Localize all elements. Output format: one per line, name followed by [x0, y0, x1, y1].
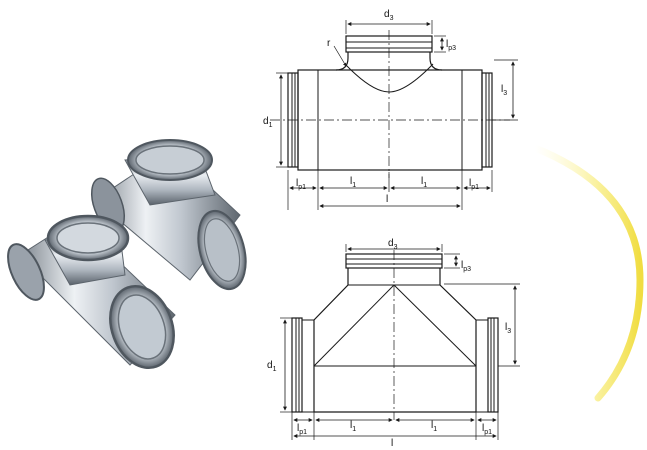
top-label-l: l	[386, 194, 388, 205]
top-drawing-labels: d3 r lp3 l3 d1 lp1 l1 l1 lp1 l	[263, 9, 507, 205]
top-label-d3: d3	[384, 9, 394, 22]
top-label-lp1-right: lp1	[469, 178, 479, 191]
top-label-l1-right: l1	[421, 176, 427, 189]
bottom-label-lp3: lp3	[461, 260, 471, 273]
bottom-drawing	[280, 244, 520, 440]
bottom-label-l1-left: l1	[350, 420, 356, 433]
top-label-lp1-left: lp1	[296, 178, 306, 191]
top-drawing	[270, 20, 518, 210]
product-photo	[7, 139, 247, 370]
bottom-drawing-labels: d3 lp3 l3 d1 lp1 l1 l1 lp1 l	[267, 238, 511, 449]
top-label-r: r	[327, 38, 331, 49]
top-label-l3: l3	[501, 84, 507, 97]
yellow-glow-arc	[531, 144, 644, 402]
bottom-label-l1-right: l1	[431, 420, 437, 433]
bottom-label-l3: l3	[505, 322, 511, 335]
bottom-label-d3: d3	[388, 238, 398, 251]
bottom-label-lp1-left: lp1	[297, 423, 307, 436]
front-tee-fitting	[7, 214, 176, 370]
top-label-d1: d1	[263, 116, 273, 129]
bottom-label-lp1-right: lp1	[482, 423, 492, 436]
bottom-label-l: l	[391, 438, 393, 449]
back-tee-fitting	[90, 139, 247, 291]
top-label-l1-left: l1	[350, 176, 356, 189]
bottom-label-d1: d1	[267, 360, 277, 373]
top-label-lp3: lp3	[446, 39, 456, 52]
